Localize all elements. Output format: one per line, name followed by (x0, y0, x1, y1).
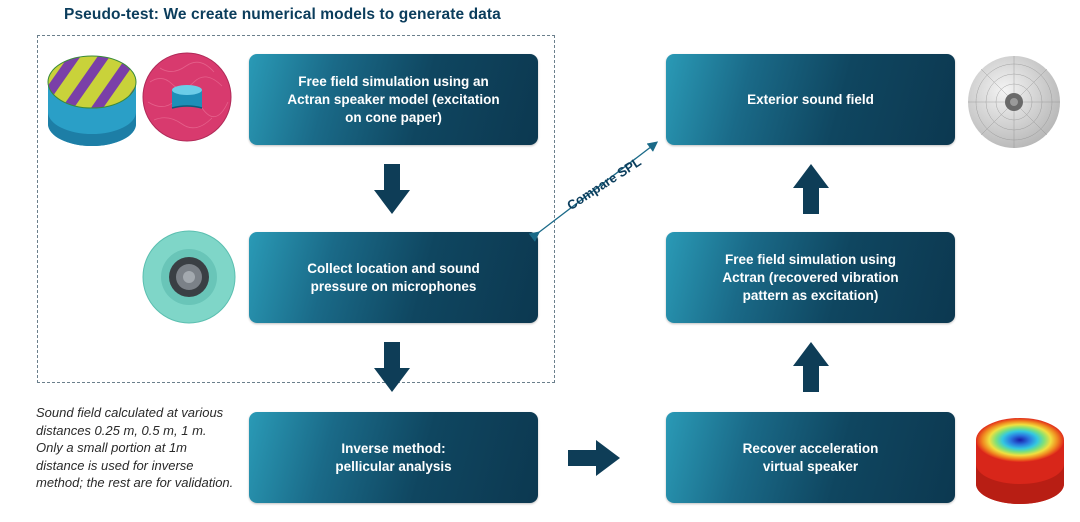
box-free-field-recovered: Free field simulation using Actran (reco… (666, 232, 955, 323)
arrow-up-2 (793, 164, 829, 214)
box-free-field-simulation-label: Free field simulation using an Actran sp… (287, 73, 500, 125)
arrow-up-1 (793, 342, 829, 392)
vibration-pattern-icon (976, 418, 1064, 504)
arrow-down-2 (374, 342, 410, 392)
box-free-field-recovered-label: Free field simulation using Actran (reco… (722, 251, 899, 303)
cone-paper-mesh-icon (142, 52, 232, 142)
box-recover-acceleration-label: Recover acceleration virtual speaker (742, 440, 879, 474)
box-collect-microphones: Collect location and sound pressure on m… (249, 232, 538, 323)
box-free-field-simulation: Free field simulation using an Actran sp… (249, 54, 538, 145)
exterior-mesh-sphere-icon (968, 56, 1060, 148)
page-title: Pseudo-test: We create numerical models … (64, 6, 501, 23)
box-exterior-sound-field-label: Exterior sound field (747, 91, 874, 107)
box-exterior-sound-field: Exterior sound field (666, 54, 955, 145)
side-note: Sound field calculated at various distan… (36, 405, 234, 490)
box-inverse-method: Inverse method: pellicular analysis (249, 412, 538, 503)
arrow-down-1 (374, 164, 410, 214)
box-inverse-method-label: Inverse method: pellicular analysis (335, 440, 452, 474)
microphone-sphere-icon (142, 230, 236, 324)
speaker-mesh-model-icon (47, 55, 137, 146)
box-collect-microphones-label: Collect location and sound pressure on m… (307, 260, 480, 294)
arrow-right (568, 440, 620, 476)
box-recover-acceleration: Recover acceleration virtual speaker (666, 412, 955, 503)
